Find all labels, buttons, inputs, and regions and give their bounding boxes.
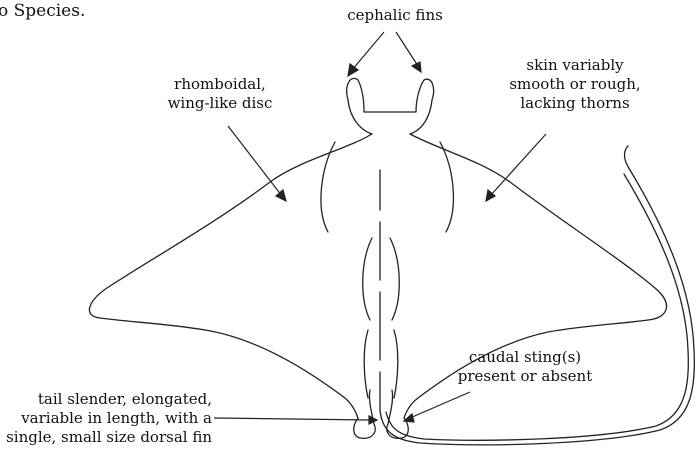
- label-disc: rhomboidal, wing-like disc: [145, 75, 295, 113]
- label-caudal-sting: caudal sting(s) present or absent: [445, 348, 605, 386]
- body-internal-lines: [321, 142, 453, 410]
- header-fragment: o Species.: [0, 2, 85, 21]
- tail-outline: [380, 146, 694, 445]
- skin-arrow: [490, 134, 546, 196]
- label-cephalic-fins: cephalic fins: [340, 6, 450, 25]
- left-wing-outline: [89, 134, 372, 418]
- disc-arrow: [228, 126, 282, 196]
- cephalic-arrow-left: [352, 32, 384, 70]
- sting-arrow: [410, 392, 470, 418]
- head-outline: [347, 78, 434, 134]
- cephalic-arrow-right: [396, 32, 418, 66]
- tail-arrow: [214, 418, 370, 420]
- label-skin: skin variably smooth or rough, lacking t…: [495, 56, 655, 113]
- label-tail: tail slender, elongated, variable in len…: [0, 390, 212, 447]
